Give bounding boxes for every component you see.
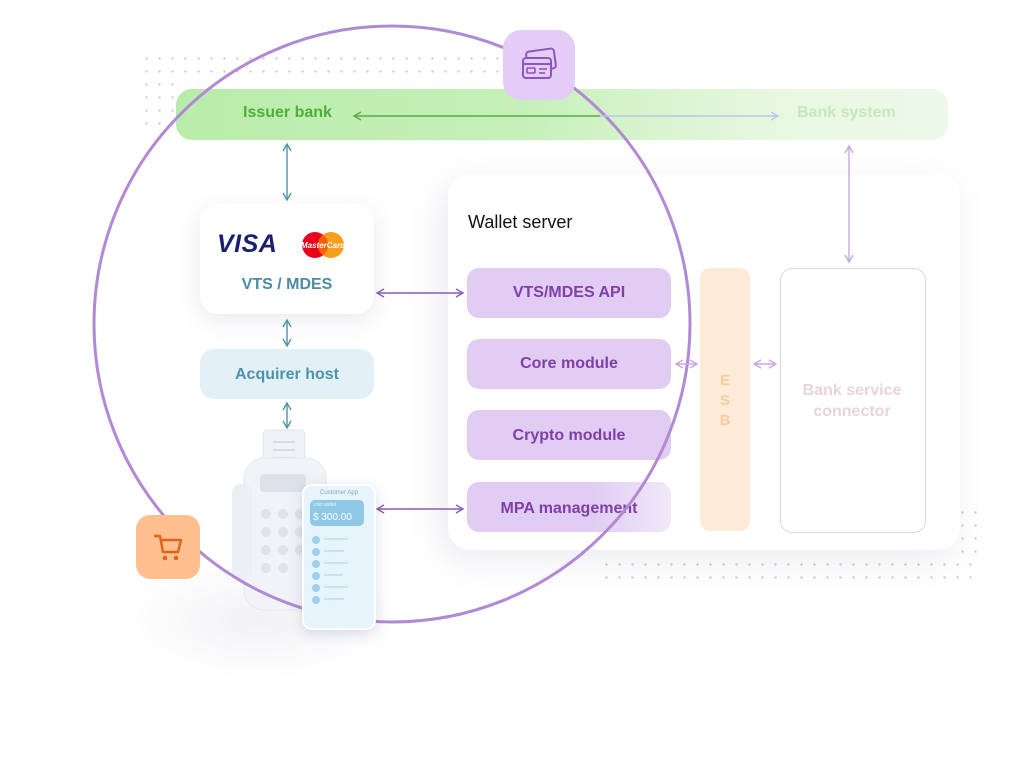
acquirer-host-box: [200, 349, 374, 399]
esb-letter-s: S: [719, 392, 730, 409]
dot-grid-top: [140, 52, 520, 78]
bank-service-connector-line2: connector: [813, 403, 891, 420]
customer-app-balance-label: Unit wallet: [313, 502, 337, 508]
credit-card-icon: [522, 47, 557, 79]
wallet-server-title: Wallet server: [468, 212, 573, 232]
customer-app-list: [312, 536, 348, 604]
module-mpa-management-label: MPA management: [500, 500, 638, 517]
vts-mdes-card: [200, 204, 374, 314]
bank-service-connector-box: [780, 268, 926, 533]
dot-grid-bottom: [600, 558, 982, 584]
bank-service-connector-line1: Bank service: [802, 382, 902, 399]
customer-app-balance-value: $ 300.00: [313, 512, 352, 523]
visa-logo: VISA: [217, 230, 278, 258]
module-core: [467, 339, 671, 389]
shopping-cart-badge: [136, 515, 200, 579]
module-vts-mdes-api: [467, 268, 671, 318]
mastercard-logo-text: MasterCard: [301, 241, 346, 250]
customer-app-title: Customer App: [319, 490, 359, 496]
issuer-bank-label: Issuer bank: [243, 104, 332, 121]
esb-bar: [700, 268, 750, 531]
module-mpa-management: [467, 482, 671, 532]
vts-mdes-label: VTS / MDES: [241, 276, 333, 293]
module-crypto: [467, 410, 671, 460]
dot-grid-right: [956, 506, 982, 560]
module-crypto-label: Crypto module: [512, 427, 626, 444]
shopping-cart-icon: [153, 534, 183, 561]
esb-letter-e: E: [719, 372, 730, 389]
dot-grid-left: [140, 78, 180, 126]
acquirer-host-label: Acquirer host: [234, 366, 339, 383]
bank-system-label: Bank system: [797, 104, 896, 121]
customer-app-balance-card: [310, 500, 364, 526]
esb-letter-b: B: [719, 412, 731, 429]
bank-service-connector-label: Bank service connector: [780, 380, 924, 422]
mastercard-logo: MasterCard: [301, 232, 346, 258]
module-core-label: Core module: [520, 355, 618, 372]
module-vts-mdes-api-label: VTS/MDES API: [512, 284, 626, 301]
